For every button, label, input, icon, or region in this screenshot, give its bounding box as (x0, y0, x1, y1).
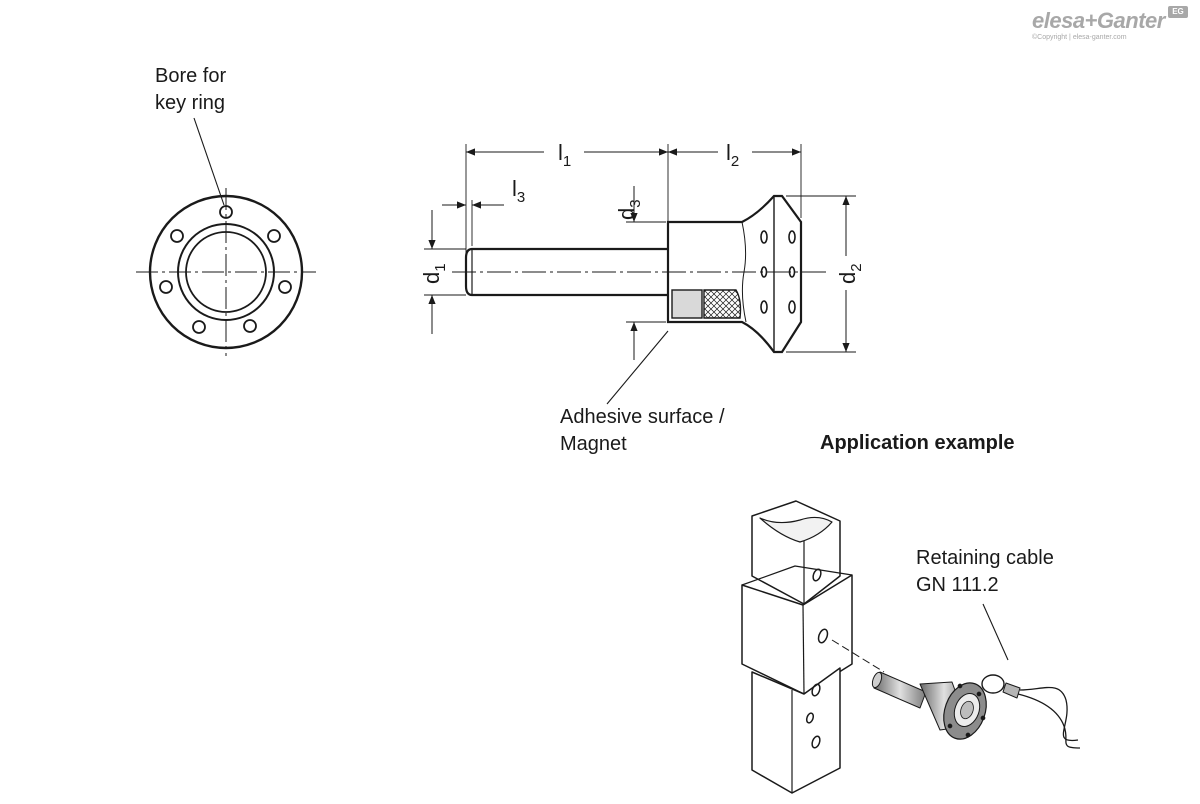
dim-l2: l2 (726, 140, 739, 170)
elesa-ganter-logo: elesa+Ganter EG ©Copyright | elesa-gante… (1032, 6, 1192, 46)
cable-crimp (1002, 682, 1021, 699)
dim-l1: l1 (558, 140, 571, 170)
adhesive-label-line1: Adhesive surface / (560, 406, 725, 428)
retaining-cable (1019, 686, 1079, 742)
adhesive-hatch (703, 289, 742, 319)
logo-brand: elesa+Ganter (1032, 8, 1165, 33)
adhesive-leader-line (606, 330, 669, 405)
lower-tube (751, 667, 841, 794)
bore-holes (159, 205, 292, 334)
logo-copyright: ©Copyright | elesa-ganter.com (1032, 34, 1127, 41)
bore-label-line1: Bore for (155, 65, 227, 87)
inner-tube (751, 500, 841, 605)
cable-leader-line (982, 603, 1009, 661)
cable-label-line1: Retaining cable (916, 547, 1054, 569)
dim-d2: d2 (835, 263, 865, 284)
side-view (424, 144, 856, 405)
dim-d3: d3 (614, 199, 644, 220)
body-outline (666, 194, 803, 354)
front-view (136, 117, 316, 356)
adhesive-label-line2: Magnet (560, 433, 627, 455)
dimension-labels: l1 l2 l3 d1 d3 d2 (419, 132, 865, 290)
dimension-lines (428, 148, 850, 360)
dim-d1: d1 (419, 263, 449, 284)
cable-label-line2: GN 111.2 (916, 574, 999, 596)
dim-l3: l3 (512, 176, 525, 206)
application-example-title: Application example (820, 432, 1015, 454)
bore-label-line2: key ring (155, 92, 226, 114)
application-illustration (741, 500, 1081, 794)
key-ring (981, 674, 1005, 694)
magnet-block (671, 289, 703, 319)
bore-leader-line (193, 117, 225, 206)
logo-badge: EG (1168, 6, 1188, 18)
